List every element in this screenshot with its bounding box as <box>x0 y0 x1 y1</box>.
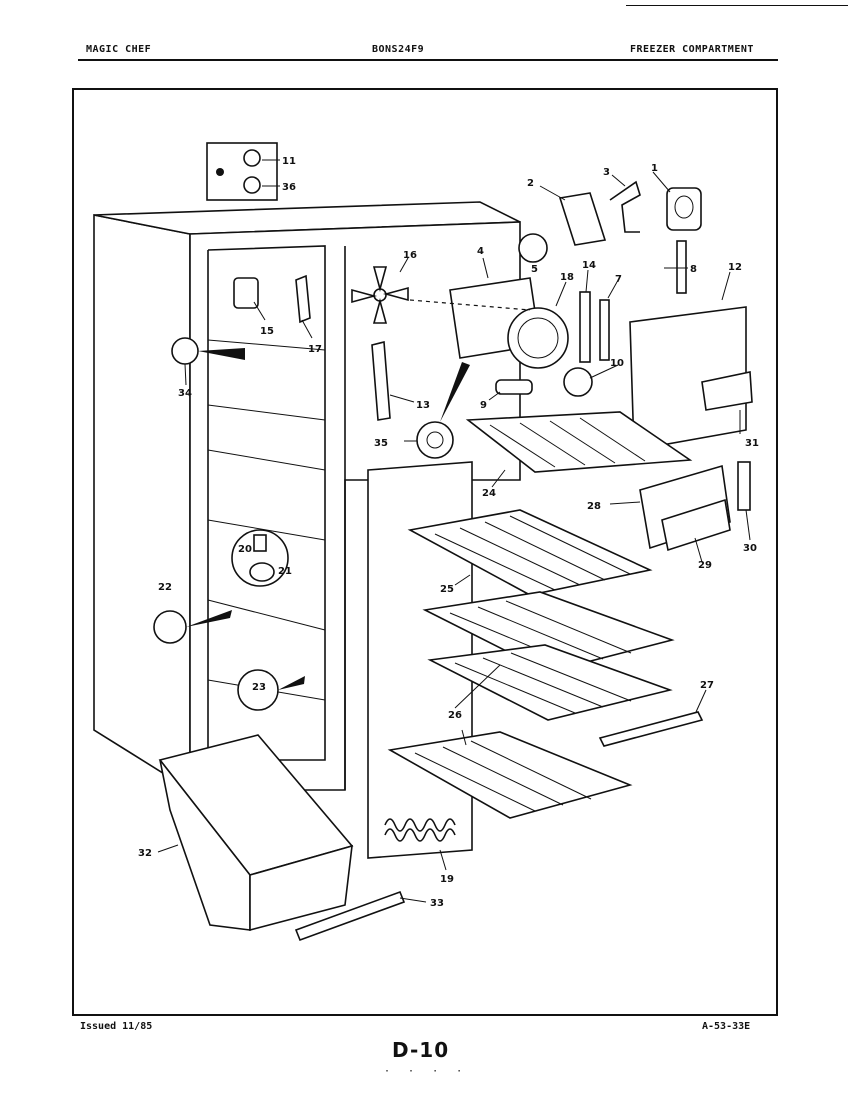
part-8 <box>676 240 687 294</box>
fan-shroud-18 <box>507 307 569 369</box>
knob-11 <box>243 149 261 167</box>
socket-9 <box>495 379 533 395</box>
part-14 <box>579 291 591 363</box>
bin-32 <box>158 734 354 932</box>
shelf-24 <box>465 411 693 473</box>
issued-date: Issued 11/85 <box>80 1021 153 1032</box>
part-17 <box>295 274 311 324</box>
callout-32: 32 <box>138 848 152 859</box>
reference-code: A-53-33E <box>702 1021 751 1032</box>
callout-20: 20 <box>238 544 252 555</box>
wheel-34 <box>171 337 199 365</box>
coil-19 <box>384 818 456 842</box>
model-number: BONS24F9 <box>372 44 425 55</box>
pulley-35 <box>416 421 454 459</box>
diagram-frame <box>72 88 778 1016</box>
knob-36 <box>243 176 261 194</box>
callout-9: 9 <box>480 400 487 411</box>
callout-27: 27 <box>700 680 714 691</box>
callout-13: 13 <box>416 400 430 411</box>
callout-7: 7 <box>615 274 622 285</box>
callout-14: 14 <box>582 260 596 271</box>
part-7 <box>599 299 610 361</box>
callout-25: 25 <box>440 584 454 595</box>
motor-5 <box>518 233 548 263</box>
callout-12: 12 <box>728 262 742 273</box>
part-20 <box>253 534 267 552</box>
callout-10: 10 <box>610 358 624 369</box>
part-13 <box>371 340 391 421</box>
bulb-10 <box>563 367 593 397</box>
callout-26: 26 <box>448 710 462 721</box>
part-1 <box>666 187 702 231</box>
part-2 <box>558 192 607 246</box>
callout-4: 4 <box>477 246 484 257</box>
cover-12 <box>629 306 747 451</box>
handle-31 <box>701 371 753 411</box>
part-15 <box>233 277 259 309</box>
callout-34: 34 <box>178 388 192 399</box>
arrow-34 <box>198 348 245 360</box>
callout-19: 19 <box>440 874 454 885</box>
part-21 <box>249 562 275 582</box>
page-number: D-10 <box>392 1038 450 1062</box>
bracket-30 <box>737 461 751 511</box>
callout-30: 30 <box>743 543 757 554</box>
shelf-lower <box>387 731 633 819</box>
callout-16: 16 <box>403 250 417 261</box>
shelf-25 <box>407 509 653 596</box>
callout-28: 28 <box>587 501 601 512</box>
callout-21: 21 <box>278 566 292 577</box>
strip-33 <box>294 890 406 942</box>
part-3 <box>609 180 641 233</box>
callout-1: 1 <box>651 163 658 174</box>
callout-15: 15 <box>260 326 274 337</box>
callout-17: 17 <box>308 344 322 355</box>
section-title: FREEZER COMPARTMENT <box>630 44 754 55</box>
callout-29: 29 <box>698 560 712 571</box>
callout-31: 31 <box>745 438 759 449</box>
inset-22 <box>153 610 187 644</box>
callout-11: 11 <box>282 156 296 167</box>
callout-36: 36 <box>282 182 296 193</box>
callout-35: 35 <box>374 438 388 449</box>
callout-labels: 1 2 3 4 5 7 8 9 10 11 12 13 14 15 16 17 … <box>138 156 759 909</box>
callout-24: 24 <box>482 488 496 499</box>
front-29 <box>661 498 731 552</box>
callout-2: 2 <box>527 178 534 189</box>
brand-label: MAGIC CHEF <box>86 44 152 55</box>
top-rule <box>626 5 848 6</box>
footer-dots: · · · · <box>384 1066 469 1077</box>
control-dot <box>216 168 224 176</box>
strip-27 <box>598 711 704 747</box>
callout-22: 22 <box>158 582 172 593</box>
callout-23: 23 <box>252 682 266 693</box>
leader-lines <box>157 159 751 903</box>
fan-16 <box>351 266 409 324</box>
callout-5: 5 <box>531 264 538 275</box>
callout-33: 33 <box>430 898 444 909</box>
shelf-26b <box>427 644 673 721</box>
header-rule <box>78 59 778 61</box>
callout-18: 18 <box>560 272 574 283</box>
belt-35 <box>440 362 470 422</box>
callout-8: 8 <box>690 264 697 275</box>
callout-3: 3 <box>603 167 610 178</box>
